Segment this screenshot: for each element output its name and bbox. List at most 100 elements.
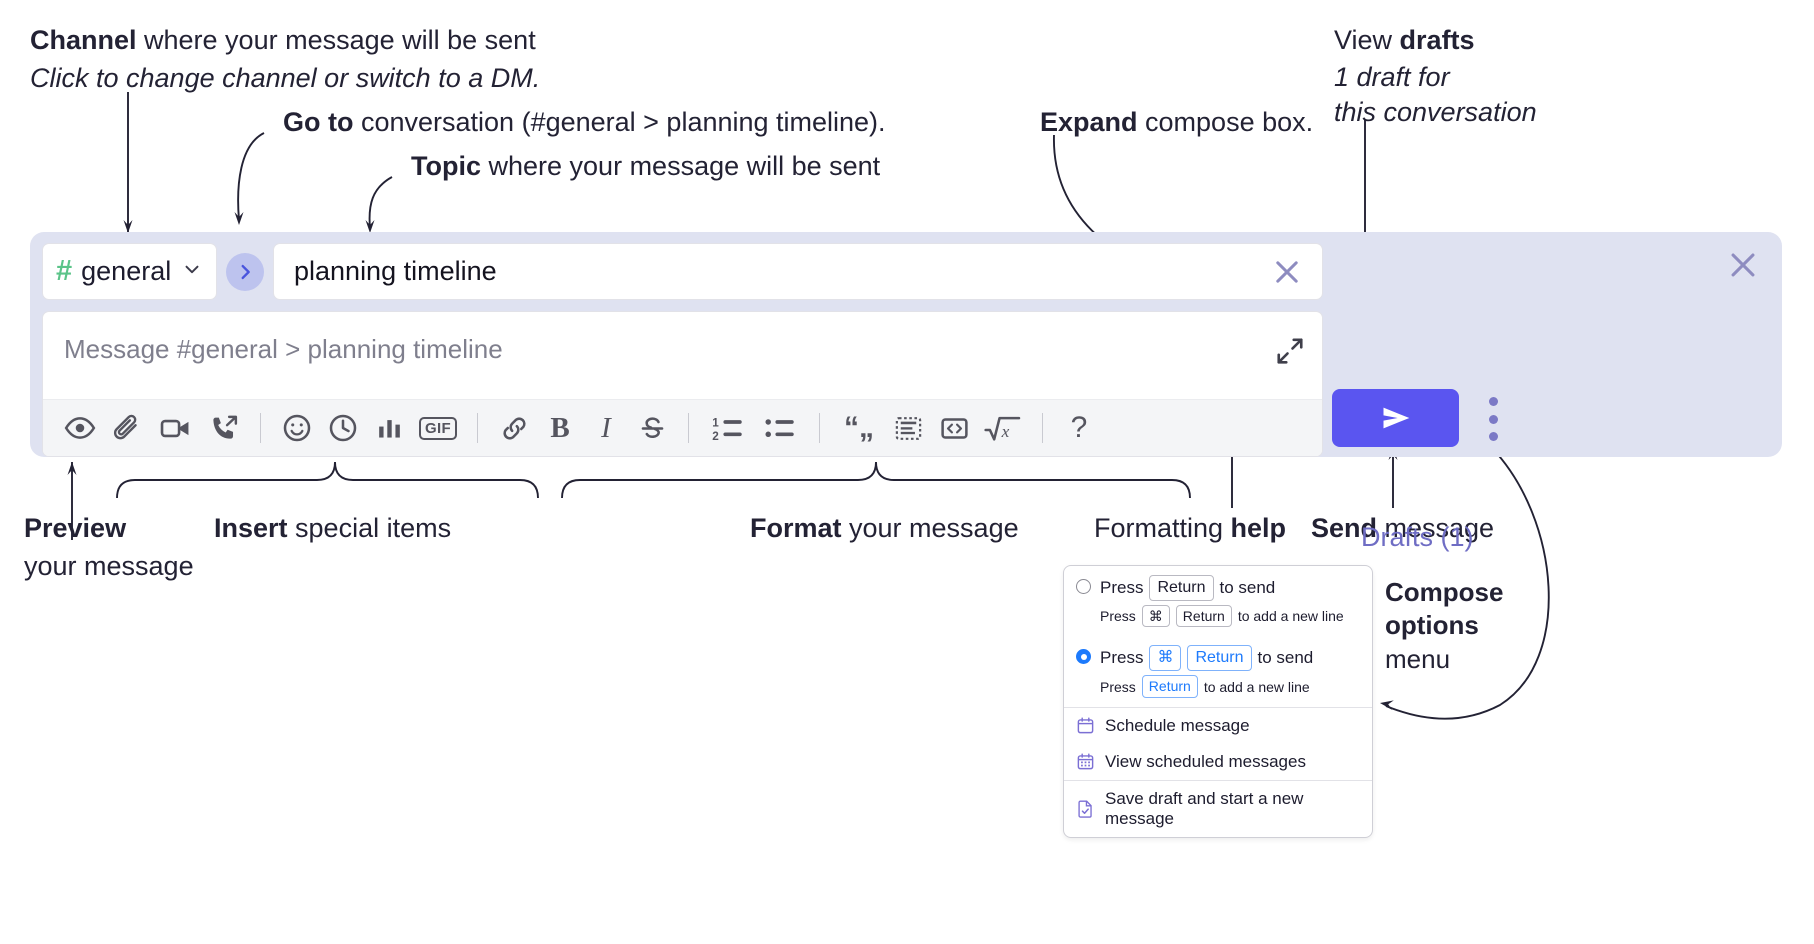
annotation-drafts-italic2: this conversation [1334,96,1537,127]
annotation-preview: Preview your message [24,512,194,583]
italic-button[interactable]: I [583,408,629,448]
eye-icon [64,417,96,439]
topic-value: planning timeline [294,256,497,286]
strikethrough-button[interactable] [629,408,675,448]
phone-arrow-icon [212,415,237,439]
send-message-button[interactable] [1332,389,1459,447]
option1-sub-key-return: Return [1175,604,1232,628]
send-paper-plane-icon [1383,407,1409,429]
gif-label: GIF [419,416,457,440]
menu-option-return-to-send[interactable]: Press Return to send [1064,566,1372,603]
option1-sub-key-cmd: ⌘ [1141,604,1170,628]
message-placeholder: Message #general > planning timeline [64,334,503,364]
compose-options-button[interactable] [1482,397,1504,441]
annotation-compose-bold2: options [1385,610,1479,641]
separator-4 [819,413,820,443]
emoji-button[interactable] [274,408,320,448]
expand-compose-button[interactable] [1275,336,1305,366]
bold-button[interactable]: B [537,408,583,448]
radio-unselected-icon [1076,579,1091,594]
annotation-expand-rest: compose box. [1137,107,1314,137]
menu-option-cmd-return-to-send[interactable]: Press ⌘ Return to send [1064,636,1372,673]
annotation-compose-options: Compose options menu [1385,576,1503,676]
bulleted-list-button[interactable] [754,408,806,448]
strikethrough-icon [641,416,663,438]
link-button[interactable] [491,408,537,448]
annotation-goto-bold: Go to [283,107,354,137]
annotation-drafts-pre: View [1334,25,1400,55]
menu-item-schedule-label: Schedule message [1105,715,1250,735]
annotation-drafts-bold: drafts [1399,25,1475,55]
blockquote-button[interactable]: “„ [833,408,885,448]
code-block-icon [895,416,921,440]
reminder-button[interactable] [320,408,366,448]
annotation-drafts-italic1: 1 draft for [1334,61,1450,92]
menu-item-schedule-message[interactable]: Schedule message [1064,708,1372,744]
record-video-clip-button[interactable] [149,408,201,448]
annotation-channel-rest: where your message will be sent [136,25,536,55]
annotation-formatting-help: Formatting help [1094,512,1286,545]
separator-2 [477,413,478,443]
menu-option-return-subtext: Press ⌘ Return to add a new line [1064,603,1372,637]
paperclip-icon [113,414,137,439]
annotation-goto: Go to conversation (#general > planning … [283,106,886,139]
clear-topic-button[interactable] [1270,255,1304,289]
kebab-dot-2 [1488,414,1498,424]
math-button[interactable]: x [977,408,1029,448]
separator-5 [1042,413,1043,443]
compose-panel: # general planni [30,232,1782,552]
clock-icon [329,414,357,442]
formatting-help-button[interactable]: ? [1056,408,1102,448]
annotation-preview-rest: your message [24,550,194,581]
annotation-preview-bold: Preview [24,513,127,543]
message-input-area[interactable]: Message #general > planning timeline [42,311,1323,457]
record-audio-clip-button[interactable] [201,408,247,448]
radio-selected-icon [1076,649,1091,665]
channel-selector[interactable]: # general [42,243,217,300]
annotation-channel-italic: Click to change channel or switch to a D… [30,62,541,93]
option2-press-label: Press [1100,648,1144,668]
menu-item-view-scheduled[interactable]: View scheduled messages [1064,744,1372,780]
option2-tail-label: to send [1257,648,1314,668]
topic-field[interactable]: planning timeline [273,243,1323,300]
option1-tail-label: to send [1219,577,1276,597]
annotation-help-bold: help [1230,513,1287,543]
goto-conversation-button[interactable] [226,252,264,291]
square-root-x-icon: x [984,416,1021,441]
annotation-topic-rest: where your message will be sent [481,151,881,181]
annotation-goto-rest: conversation (#general > planning timeli… [353,107,886,137]
annotation-channel: Channel where your message will be sent … [30,24,540,95]
video-camera-icon [160,419,188,437]
annotation-insert-bold: Insert [214,513,288,543]
inline-code-button[interactable] [931,408,977,448]
annotation-compose-rest: menu [1385,643,1451,674]
preview-message-button[interactable] [57,408,103,448]
annotation-insert: Insert special items [214,512,451,545]
gif-button[interactable]: GIF [412,408,464,448]
poll-button[interactable] [366,408,412,448]
code-block-button[interactable] [885,408,931,448]
drafts-link[interactable]: Drafts (1) [1361,522,1474,552]
annotation-help-pre: Formatting [1094,513,1231,543]
annotation-channel-bold: Channel [30,25,137,55]
option1-sub-tail: to add a new line [1237,608,1344,625]
menu-item-save-draft[interactable]: Save draft and start a new message [1064,781,1372,837]
annotation-send-bold: Send [1311,513,1378,543]
kebab-dot-3 [1488,432,1498,441]
menu-item-save-draft-label: Save draft and start a new message [1105,788,1304,828]
hash-icon: # [56,255,73,287]
ordered-list-button[interactable]: 1 2 [702,408,754,448]
question-mark-icon: ? [1070,411,1088,444]
annotation-send-rest: message [1377,513,1495,543]
channel-name-label: general [81,256,172,286]
menu-divider-1 [1064,706,1372,708]
ordered-list-icon: 1 2 [712,417,742,443]
attach-file-button[interactable] [103,408,149,448]
bold-icon: B [550,411,570,444]
close-icon [1276,260,1298,283]
svg-text:2: 2 [712,430,719,443]
bar-chart-icon [378,419,400,438]
italic-icon: I [601,411,611,444]
close-compose-button[interactable] [1726,248,1760,282]
